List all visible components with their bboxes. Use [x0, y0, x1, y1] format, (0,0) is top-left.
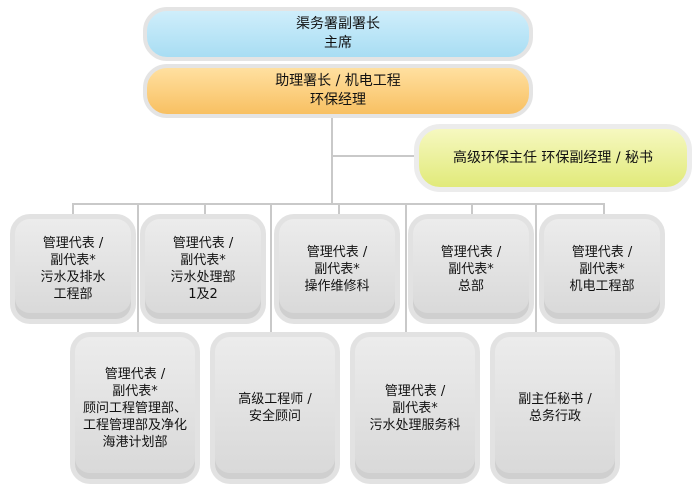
box-text-line: 海港计划部: [102, 434, 168, 450]
assistant-box: 助理署长 / 机电工程 环保经理: [143, 64, 533, 118]
connector: [535, 203, 537, 335]
department-box: 管理代表 / 副代表* 污水处理部 1及2: [140, 214, 266, 324]
box-text-line: 顾问工程管理部、: [82, 400, 187, 416]
department-box: 高级工程师 / 安全顾问: [210, 332, 340, 484]
connector: [72, 203, 74, 217]
director-title: 渠务署副署长: [296, 16, 380, 32]
department-box: 管理代表 /副代表*顾问工程管理部、工程管理部及净化海港计划部: [70, 332, 200, 484]
box-text-line: 总部: [457, 278, 484, 294]
box-text-line: 副代表*: [579, 261, 625, 277]
department-box: 管理代表 /副代表*总部: [408, 214, 534, 324]
box-text-line: 管理代表 /: [384, 383, 446, 399]
director-box: 渠务署副署长 主席: [143, 7, 533, 61]
box-text-line: 污水处理部: [170, 270, 236, 285]
department-box: 管理代表 /副代表*机电工程部: [539, 214, 665, 324]
box-text-line: 管理代表 /: [306, 244, 368, 260]
box-text-line: 副代表*: [392, 400, 438, 416]
assistant-title: 助理署长 / 机电工程: [275, 73, 401, 89]
connector: [603, 203, 605, 217]
connector: [331, 115, 333, 204]
connector: [137, 203, 139, 335]
box-text-line: 管理代表 /: [42, 236, 104, 251]
connector: [332, 155, 417, 157]
department-box: 管理代表 /副代表*操作维修科: [274, 214, 400, 324]
box-text-line: 污水及排水: [40, 270, 106, 285]
connector: [270, 203, 272, 335]
box-text-line: 工程管理部及净化: [82, 417, 187, 433]
assistant-role: 环保经理: [310, 92, 366, 108]
box-text-line: 副代表*: [180, 253, 226, 268]
box-text-line: 管理代表 /: [571, 244, 633, 260]
box-text-line: 安全顾问: [248, 409, 301, 424]
box-text-line: 污水处理服务科: [369, 417, 461, 433]
connector: [204, 203, 206, 217]
box-text-line: 操作维修科: [304, 278, 370, 294]
department-box: 管理代表 /副代表*污水处理服务科: [350, 332, 480, 484]
box-text-line: 副主任秘书 /: [518, 392, 592, 407]
box-text-line: 机电工程部: [569, 278, 635, 294]
box-text-line: 副代表*: [50, 253, 96, 268]
department-box: 管理代表 / 副代表* 污水及排水工程部: [10, 214, 136, 324]
box-text-line: 高级工程师 /: [238, 392, 312, 407]
box-text-line: 总务行政: [528, 409, 581, 424]
box-text-line: 1及2: [188, 287, 218, 302]
director-role: 主席: [324, 35, 352, 51]
connector: [471, 203, 473, 217]
box-text-line: 工程部: [53, 287, 93, 302]
box-text-line: 副代表*: [112, 383, 158, 399]
box-text-line: 管理代表 /: [172, 236, 234, 251]
box-text-line: 管理代表 /: [440, 244, 502, 260]
box-text-line: 管理代表 /: [104, 366, 166, 382]
connector: [405, 203, 407, 335]
department-box: 副主任秘书 / 总务行政: [490, 332, 620, 484]
connector: [338, 203, 340, 217]
box-text-line: 副代表*: [448, 261, 494, 277]
senior-officer-label: 高级环保主任 环保副经理 / 秘书: [452, 149, 654, 166]
senior-officer-box: 高级环保主任 环保副经理 / 秘书: [414, 124, 692, 192]
box-text-line: 副代表*: [314, 261, 360, 277]
